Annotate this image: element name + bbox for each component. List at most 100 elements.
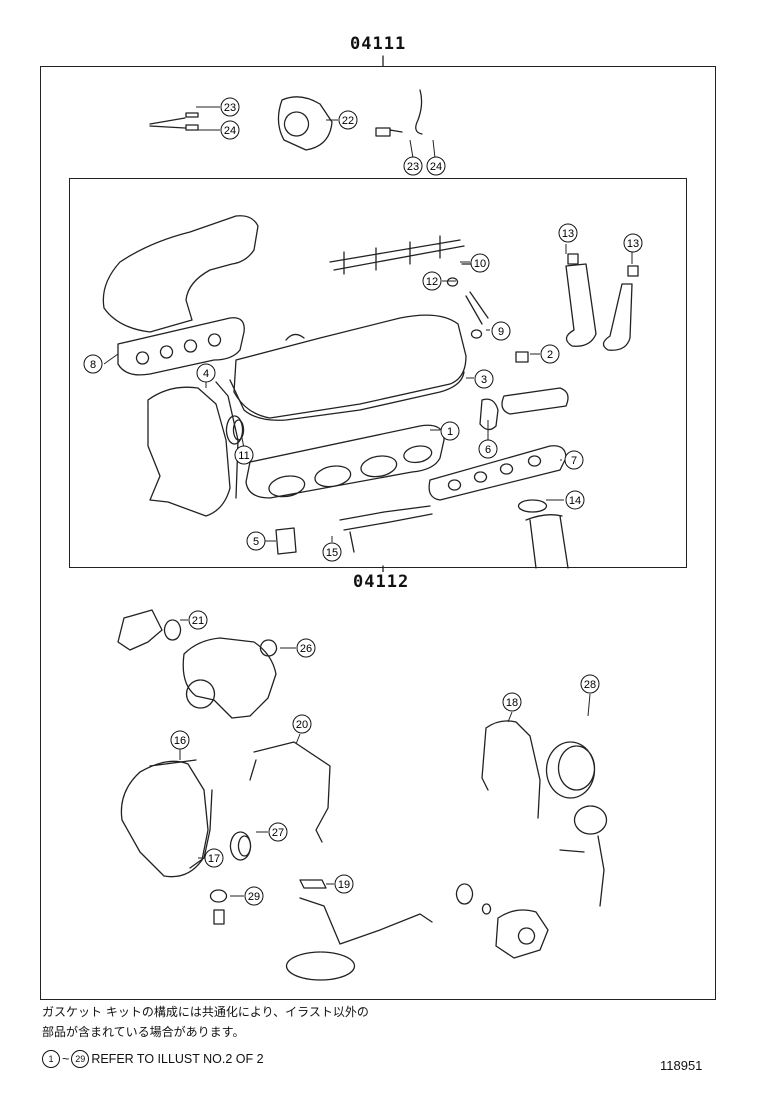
svg-text:10: 10 (474, 258, 486, 270)
refer-line: 1 ~ 29 REFER TO ILLUST NO.2 OF 2 (42, 1050, 264, 1068)
svg-text:5: 5 (253, 536, 259, 548)
water-pump-part (182, 637, 277, 719)
callout-21: 21 (188, 610, 208, 630)
cylinder-head-cover-part (233, 314, 467, 419)
callout-8: 8 (83, 354, 103, 374)
svg-text:20: 20 (296, 719, 308, 731)
callout-5: 5 (246, 531, 266, 551)
svg-text:13: 13 (562, 228, 574, 240)
callout-24a: 24 (220, 120, 240, 140)
water-outlet-gasket-part (277, 96, 333, 151)
fuel-delivery-pipe-part (329, 235, 489, 325)
gasket-5-part (275, 527, 297, 555)
svg-text:12: 12 (426, 276, 438, 288)
callout-6: 6 (478, 439, 498, 459)
svg-text:18: 18 (506, 697, 518, 709)
callout-3: 3 (474, 369, 494, 389)
svg-text:13: 13 (627, 238, 639, 250)
svg-text:8: 8 (90, 359, 96, 371)
svg-text:29: 29 (248, 891, 260, 903)
cover-seal-17-part (189, 789, 213, 869)
harness-clip-part (149, 112, 199, 131)
callout-15: 15 (322, 542, 342, 562)
egr-valve-part (501, 387, 569, 415)
valve-stem-seal-right-part (627, 265, 639, 277)
svg-text:4: 4 (203, 368, 209, 380)
callout-leaders (103, 106, 633, 897)
rear-seal-gasket-part (481, 720, 541, 819)
oil-pump-part (495, 909, 549, 959)
callout-23a: 23 (220, 97, 240, 117)
callout-28: 28 (580, 674, 600, 694)
callout-26: 26 (296, 638, 316, 658)
timing-belt-cover-lower-part (120, 759, 209, 878)
timing-cover-seal-part (215, 381, 239, 499)
svg-text:3: 3 (481, 374, 487, 386)
callout-9: 9 (491, 321, 511, 341)
svg-text:11: 11 (238, 450, 249, 462)
svg-text:17: 17 (208, 853, 220, 865)
svg-text:28: 28 (584, 679, 596, 691)
exhaust-pipe-part (525, 514, 569, 569)
water-inlet-gasket-part (163, 619, 182, 641)
drain-plug-gasket-part (209, 889, 228, 925)
figure-number: 118951 (660, 1058, 703, 1073)
callout-4: 4 (196, 363, 216, 383)
inner-kit-frame (69, 178, 687, 568)
callout-23b: 23 (403, 156, 423, 176)
refer-tilde: ~ (62, 1052, 70, 1066)
refer-end-circle: 29 (71, 1050, 90, 1068)
svg-text:1: 1 (447, 426, 453, 438)
exhaust-ring-part (517, 499, 548, 513)
strainer-gasket-19-part (299, 879, 327, 889)
vacuum-valve-part (559, 805, 608, 907)
callout-10: 10 (470, 253, 490, 273)
bypass-pipe-part (339, 505, 433, 553)
oil-pump-o-ring-part (455, 883, 492, 915)
svg-text:24: 24 (430, 161, 442, 173)
svg-text:23: 23 (407, 161, 419, 173)
callout-27: 27 (268, 822, 288, 842)
camshaft-oil-seal-part (225, 415, 245, 445)
callout-1: 1 (440, 421, 460, 441)
callout-14: 14 (565, 490, 585, 510)
manifold-gasket-8-part (117, 317, 245, 376)
svg-text:23: 23 (224, 102, 236, 114)
group-code-04111: 04111 (350, 34, 407, 54)
svg-text:6: 6 (485, 444, 491, 456)
svg-text:16: 16 (174, 735, 186, 747)
refer-text: REFER TO ILLUST NO.2 OF 2 (91, 1052, 264, 1066)
svg-text:9: 9 (498, 326, 504, 338)
intake-valve-part (565, 263, 597, 347)
callout-16: 16 (170, 730, 190, 750)
sensor-part (375, 89, 423, 137)
callout-19: 19 (334, 874, 354, 894)
svg-text:15: 15 (326, 547, 338, 559)
timing-cover-part (147, 386, 231, 517)
cover-gasket-20-part (249, 741, 331, 843)
callout-13a: 13 (558, 223, 578, 243)
egr-gasket-6-part (479, 398, 499, 431)
rear-oil-seal-28-part (545, 741, 596, 799)
callout-13b: 13 (623, 233, 643, 253)
kit-composition-note: ガスケット キットの構成には共通化により、イラスト以外の 部品が含まれている場合… (42, 1002, 369, 1042)
note-line-2: 部品が含まれている場合があります。 (42, 1025, 245, 1039)
callout-29: 29 (244, 886, 264, 906)
exhaust-valve-part (602, 283, 633, 351)
svg-text:21: 21 (192, 615, 204, 627)
refer-start-circle: 1 (42, 1050, 60, 1068)
head-cover-gasket-part (229, 371, 465, 421)
front-oil-seal-27-part (229, 831, 252, 861)
intake-manifold-part (102, 215, 259, 333)
group-code-04112: 04112 (350, 572, 413, 592)
callout-11: 11 (234, 445, 254, 465)
svg-text:7: 7 (571, 455, 577, 467)
svg-text:24: 24 (224, 125, 236, 137)
svg-text:14: 14 (569, 495, 581, 507)
svg-text:19: 19 (338, 879, 350, 891)
water-inlet-part (117, 609, 163, 651)
injector-o-ring-part (470, 329, 483, 339)
callout-20: 20 (292, 714, 312, 734)
